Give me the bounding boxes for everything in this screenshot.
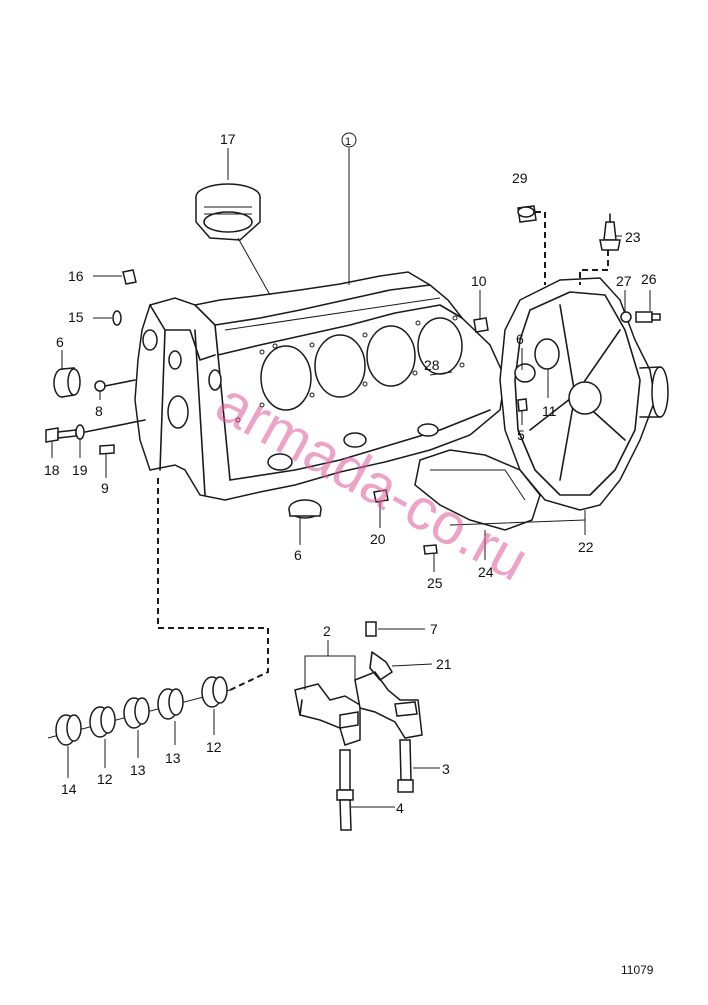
bolt-3 (397, 739, 414, 793)
callout-4: 4 (396, 800, 404, 816)
pin-10 (473, 317, 489, 333)
seal-ring-6 (53, 367, 81, 398)
callout-labels: 17 1 29 23 16 10 27 26 15 6 6 6 28 8 11 … (44, 131, 657, 816)
dashed-connector (579, 250, 609, 285)
stud-4 (336, 749, 354, 831)
callout-14: 14 (61, 781, 77, 797)
callout-23: 23 (625, 229, 641, 245)
bearing-shells (47, 676, 231, 746)
callout-19: 19 (72, 462, 88, 478)
bearing-cap-21 (354, 651, 423, 739)
bolt-18 (45, 427, 77, 443)
piston-part (195, 183, 261, 241)
core-plug-bore (267, 453, 293, 471)
callout-12-left: 12 (97, 771, 113, 787)
bearing-12-b (201, 676, 228, 708)
callout-circle (341, 132, 357, 148)
callout-27: 27 (616, 273, 632, 289)
cover-plate (414, 449, 541, 531)
bolt-26 (635, 311, 661, 323)
callout-28: 28 (424, 357, 440, 373)
callout-16: 16 (68, 268, 84, 284)
pin-25 (423, 544, 438, 555)
callout-17: 17 (220, 131, 236, 147)
bearing-13 (123, 697, 150, 729)
flywheel-housing (499, 277, 669, 511)
block-hole (208, 369, 222, 391)
engine-block (134, 271, 506, 501)
callout-1: 1 (345, 136, 351, 148)
stud-16 (122, 269, 137, 285)
pin-5 (517, 398, 528, 412)
figure-number: 11079 (621, 963, 654, 977)
callout-29: 29 (512, 170, 528, 186)
housing-center (568, 381, 602, 415)
washer-19 (75, 419, 146, 440)
housing-plug (514, 363, 536, 383)
callout-6-left: 6 (56, 334, 64, 350)
callout-21: 21 (436, 656, 452, 672)
callout-18: 18 (44, 462, 60, 478)
dashed-connector (535, 211, 546, 285)
block-hole (142, 329, 158, 351)
callout-22: 22 (578, 539, 594, 555)
block-hole (168, 350, 182, 370)
block-hole (167, 395, 189, 429)
callout-9: 9 (101, 480, 109, 496)
callout-20: 20 (370, 531, 386, 547)
bearing-13-b (157, 688, 184, 720)
cylinder-bore (314, 334, 366, 398)
callout-13-left: 13 (130, 762, 146, 778)
callout-6-housing: 6 (516, 331, 524, 347)
pin-15 (112, 310, 122, 326)
callout-3: 3 (442, 761, 450, 777)
cylinder-bore (260, 345, 312, 411)
callout-25: 25 (427, 575, 443, 591)
callout-6-lower: 6 (294, 547, 302, 563)
housing-port (534, 338, 560, 370)
plug-29 (517, 205, 537, 223)
callout-13-right: 13 (165, 750, 181, 766)
plug-8 (94, 379, 136, 392)
dashed-connector (157, 478, 269, 691)
bearing-12 (89, 706, 116, 738)
dowel-7 (365, 621, 377, 637)
core-plug-bore (417, 423, 439, 437)
callout-15: 15 (68, 309, 84, 325)
dowel-9 (99, 444, 115, 455)
callout-5: 5 (517, 427, 525, 443)
callout-2: 2 (323, 623, 331, 639)
cylinder-bore (366, 325, 416, 387)
core-plug-bore (343, 432, 367, 448)
callout-24: 24 (478, 564, 494, 580)
callout-11: 11 (542, 403, 557, 419)
bearing-14 (55, 714, 82, 746)
housing-boss (651, 366, 669, 418)
callout-10: 10 (471, 273, 487, 289)
leader-lines (51, 148, 651, 808)
callout-26: 26 (641, 271, 657, 287)
callout-7: 7 (430, 621, 438, 637)
bearing-cap-2 (294, 683, 361, 746)
plug-20 (373, 489, 389, 503)
washer-27 (620, 311, 632, 323)
callout-8: 8 (95, 403, 103, 419)
sender-23 (599, 213, 621, 251)
seal-ring-6-lower (288, 499, 322, 519)
callout-12-right: 12 (206, 739, 222, 755)
